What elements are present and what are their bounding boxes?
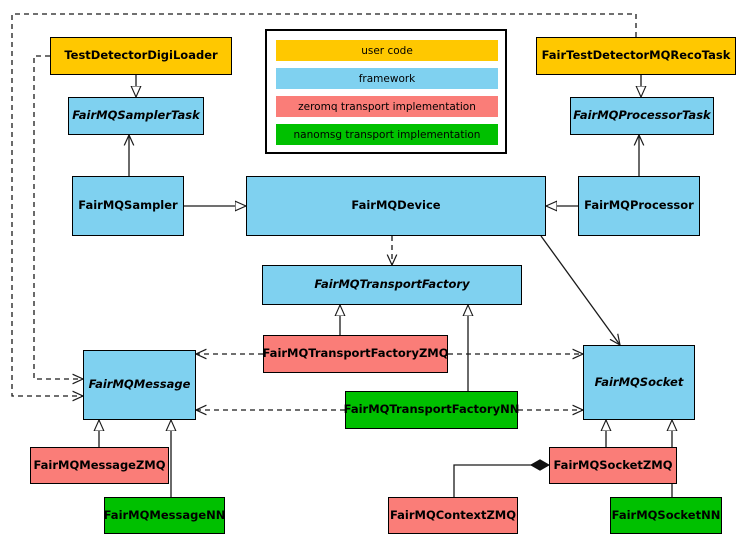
class-label: FairMQMessageZMQ [33,457,166,472]
edge-digiloader-to-message [33,55,83,379]
legend-item-user-code: user code [276,40,498,61]
class-node-fairmqsocketnn[interactable]: FairMQSocketNN [610,497,722,534]
edge-device-to-socket [540,235,620,345]
class-label: FairMQProcessor [584,198,694,213]
legend-label-user-code: user code [361,44,413,57]
legend-label-zeromq: zeromq transport implementation [298,100,476,113]
legend-item-framework: framework [276,68,498,89]
class-node-fairmqdevice[interactable]: FairMQDevice [246,176,546,236]
class-label: FairMQDevice [351,198,441,213]
class-node-fairmqmessagezmq[interactable]: FairMQMessageZMQ [30,447,169,484]
class-node-fairmqsocketzmq[interactable]: FairMQSocketZMQ [549,447,677,484]
class-node-fairmqsampler[interactable]: FairMQSampler [72,176,184,236]
class-label: FairMQTransportFactoryNN [343,402,520,417]
class-node-fairmqprocessortask[interactable]: FairMQProcessorTask [570,97,714,135]
edge-contextzmq-to-socketzmq [453,465,549,497]
class-label: FairMQTransportFactoryZMQ [262,346,449,361]
class-node-fairmqsocket[interactable]: FairMQSocket [583,345,695,420]
class-label: FairMQProcessorTask [573,108,711,123]
legend-item-zeromq: zeromq transport implementation [276,96,498,117]
class-label: FairMQContextZMQ [389,507,517,522]
class-node-fairtestdetectormqrecotask[interactable]: FairTestDetectorMQRecoTask [536,37,736,75]
class-label: FairMQSamplerTask [72,108,200,123]
class-label: TestDetectorDigiLoader [64,48,218,63]
class-node-fairmqmessagenn[interactable]: FairMQMessageNN [104,497,225,534]
legend-label-framework: framework [358,72,416,85]
class-node-fairmqcontextzmq[interactable]: FairMQContextZMQ [388,497,518,534]
legend-label-nanomsg: nanomsg transport implementation [293,128,481,141]
class-node-testdetectordigiloader[interactable]: TestDetectorDigiLoader [50,37,232,75]
class-node-fairmqprocessor[interactable]: FairMQProcessor [578,176,700,236]
class-label: FairMQMessage [88,377,191,392]
legend-panel: user code framework zeromq transport imp… [265,29,507,154]
class-label: FairMQTransportFactory [314,277,470,292]
class-label: FairMQSocket [594,374,684,389]
class-label: FairMQSocketZMQ [553,457,673,472]
class-node-fairmqtransportfactory[interactable]: FairMQTransportFactory [262,265,522,305]
legend-item-nanomsg: nanomsg transport implementation [276,124,498,145]
class-node-fairmqsamplertask[interactable]: FairMQSamplerTask [68,97,204,135]
class-label: FairMQSampler [78,198,178,213]
class-node-fairmqmessage[interactable]: FairMQMessage [83,350,196,420]
class-node-fairmqtransportfactorynn[interactable]: FairMQTransportFactoryNN [343,391,520,429]
class-node-fairmqtransportfactoryzmq[interactable]: FairMQTransportFactoryZMQ [262,335,449,373]
class-label: FairMQSocketNN [611,507,721,522]
class-label: FairMQMessageNN [103,507,226,522]
class-label: FairTestDetectorMQRecoTask [541,48,731,63]
